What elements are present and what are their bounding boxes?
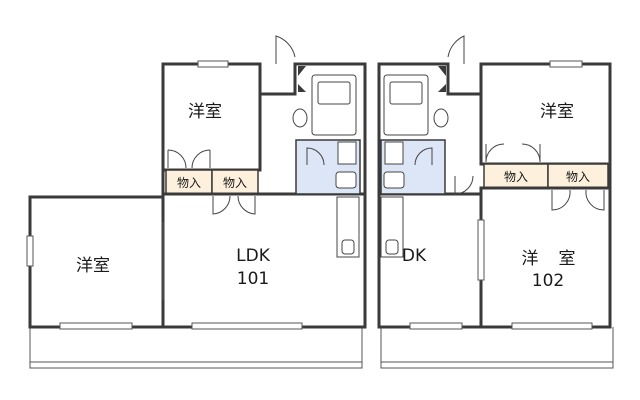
window-side-101 (26, 235, 34, 267)
window-top-102 (549, 60, 583, 68)
storage-label-1-102: 物入 (504, 170, 528, 184)
washer-102 (383, 171, 405, 189)
bathtub-inner-102 (389, 81, 423, 105)
room-label-ldk-101: LDK (236, 246, 271, 266)
window-bedroom-102 (511, 322, 593, 330)
room-label-bedroom-right-102-b: 室 (559, 249, 576, 269)
mark-101-a (298, 66, 306, 76)
mark-101-b (298, 84, 306, 92)
sink-101 (337, 141, 357, 165)
toilet-101 (292, 108, 308, 128)
room-label-bedroom-top-101: 洋室 (188, 102, 222, 122)
window-dk-102 (409, 322, 463, 330)
sink-102 (384, 141, 404, 165)
room-label-bedroom-left-101: 洋室 (76, 256, 110, 276)
balcony-102 (380, 327, 614, 369)
entrance-door-101 (275, 35, 296, 64)
room-label-bedroom-right-102-a: 洋 (522, 249, 539, 269)
mark-102-b (438, 84, 446, 92)
stove-101 (341, 239, 355, 255)
entrance-door-102 (447, 35, 465, 64)
unit-number-102: 102 (532, 271, 564, 291)
wash-door-102 (414, 147, 433, 166)
window-left-101 (59, 322, 133, 330)
wash-door-101 (306, 147, 325, 166)
storage-door-102 (551, 189, 605, 211)
washer-101 (335, 171, 357, 189)
closet-door-102 (485, 143, 541, 163)
unit-number-101: 101 (237, 269, 269, 289)
bathtub-inner-101 (317, 81, 351, 105)
mark-102-a (438, 66, 446, 76)
balcony-101 (29, 327, 363, 369)
bedroom-left-101 (28, 195, 165, 329)
window-top-101 (197, 60, 229, 68)
window-partition-102 (477, 219, 485, 281)
bedroom-right-102 (479, 186, 612, 329)
unit-102 (377, 35, 614, 369)
toilet-102 (433, 108, 449, 128)
dk-door-102 (454, 175, 474, 195)
closet-door-101 (167, 149, 211, 169)
storage-label-2-102: 物入 (566, 170, 590, 184)
unit-101 (26, 35, 367, 369)
storage-label-2-101: 物入 (223, 176, 247, 190)
storage-door-101 (212, 195, 256, 215)
stove-102 (385, 239, 399, 255)
window-ldk-101 (191, 322, 303, 330)
bedroom-top-102 (479, 62, 612, 166)
storage-2-102 (547, 163, 609, 189)
room-label-dk-102: DK (402, 246, 427, 266)
room-label-bedroom-top-102: 洋室 (540, 102, 574, 122)
storage-label-1-101: 物入 (177, 176, 201, 190)
